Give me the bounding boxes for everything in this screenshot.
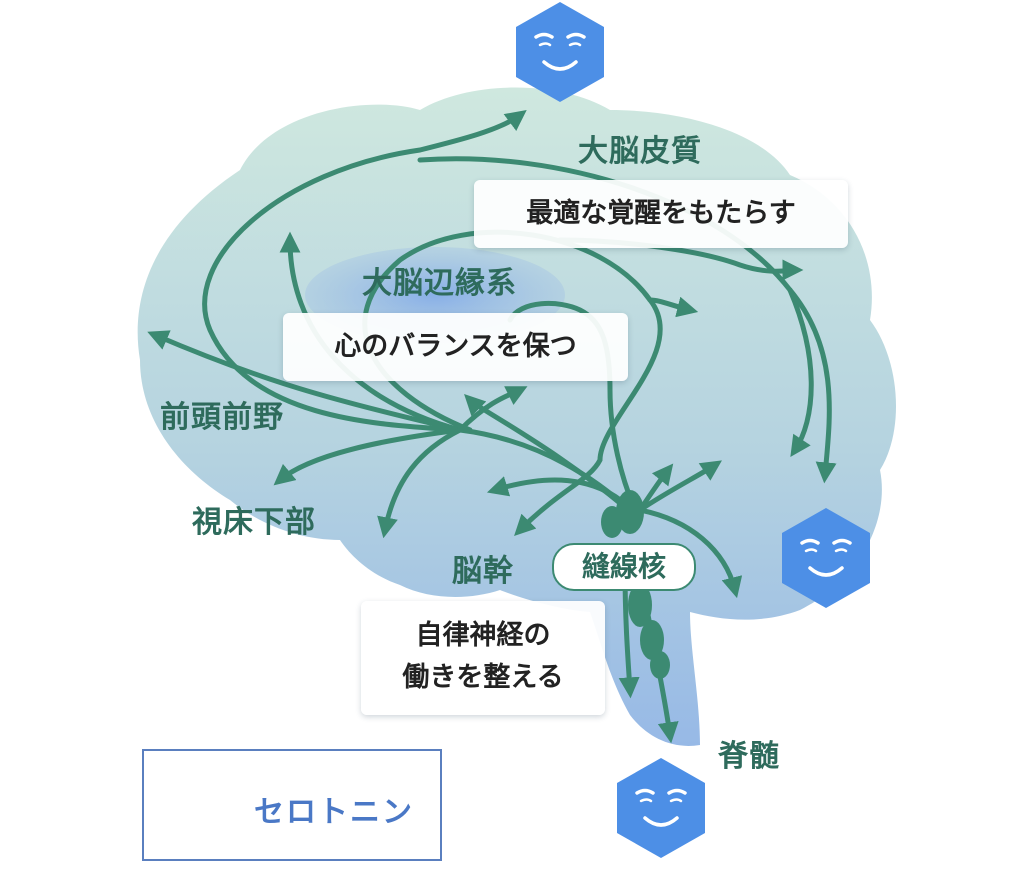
brain-shape	[137, 87, 897, 746]
label-spinal-cord: 脊髄	[718, 739, 780, 774]
effect-box-arousal: 最適な覚醒をもたらす	[474, 180, 848, 248]
label-brainstem: 脳幹	[452, 554, 514, 589]
label-limbic-system: 大脳辺縁系	[362, 266, 517, 301]
label-raphe-nucleus: 縫線核	[552, 543, 696, 591]
effect-box-mental-balance: 心のバランスを保つ	[283, 313, 628, 381]
label-hypothalamus: 視床下部	[192, 505, 316, 540]
autonomic-line-2: 働きを整える	[402, 662, 564, 693]
effect-box-autonomic: 自律神経の 働きを整える	[361, 601, 605, 715]
label-prefrontal-cortex: 前頭前野	[160, 400, 284, 435]
serotonin-hexagon-face-icon	[514, 0, 606, 104]
legend-label: セロトニン	[254, 795, 414, 830]
label-cerebral-cortex: 大脳皮質	[578, 134, 702, 169]
legend: セロトニン	[142, 749, 442, 861]
raphe-nucleus-cells	[601, 490, 670, 679]
serotonin-hexagon-face-icon	[615, 756, 707, 860]
autonomic-line-1: 自律神経の	[415, 620, 551, 651]
